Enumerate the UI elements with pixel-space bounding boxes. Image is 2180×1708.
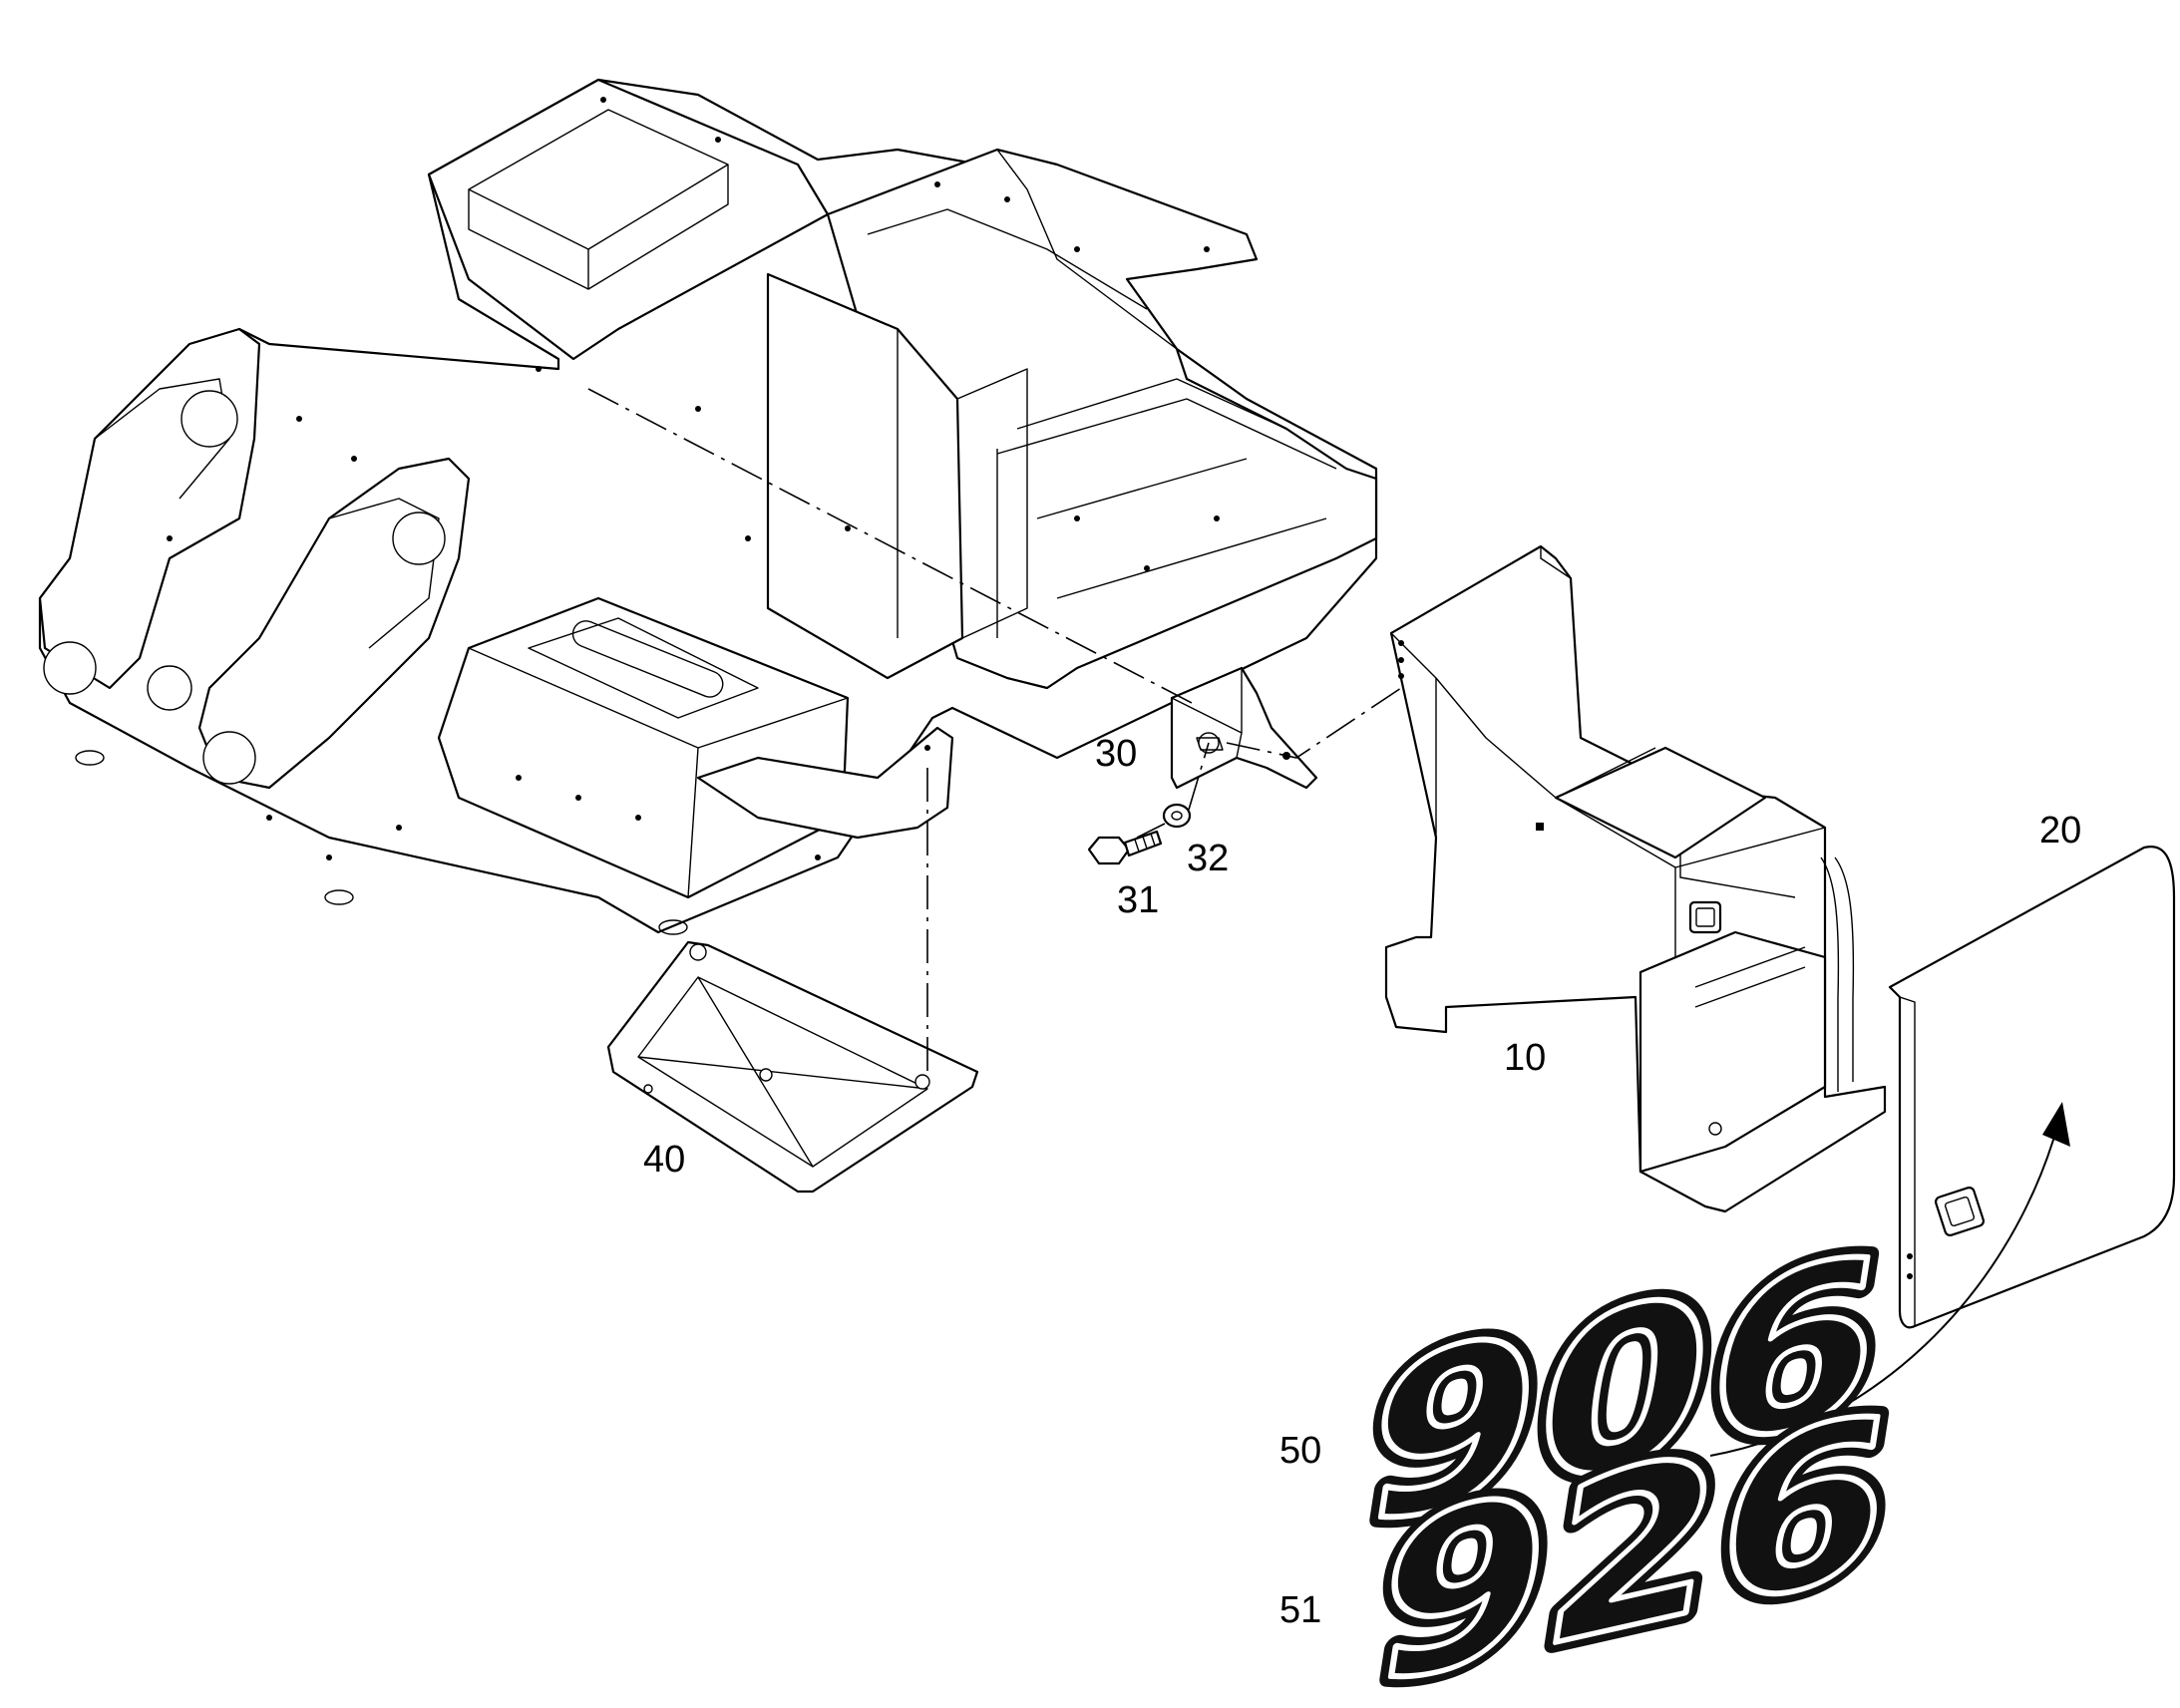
- callout-50: 50: [1279, 1430, 1321, 1472]
- callout-30: 30: [1095, 733, 1137, 775]
- floor-plate-40: [606, 940, 979, 1194]
- housing-10: [1384, 544, 1887, 1213]
- tank-block: [437, 596, 850, 899]
- bolt-31: [1087, 830, 1163, 865]
- callout-20: 20: [2039, 810, 2081, 852]
- washer-32: [1162, 803, 1192, 829]
- callout-32: 32: [1187, 838, 1229, 879]
- main-frame: [38, 78, 1378, 935]
- door-panel-20: [1888, 845, 2176, 1329]
- decal-placement-arrow: [1709, 1102, 2070, 1457]
- upper-box: [427, 78, 830, 361]
- callout-10: 10: [1504, 1037, 1546, 1079]
- rear-guard: [696, 726, 954, 840]
- callout-31: 31: [1117, 879, 1159, 921]
- callout-51: 51: [1279, 1589, 1321, 1631]
- assembly-phantom-lines: [587, 388, 1402, 1077]
- callout-40: 40: [643, 1139, 685, 1181]
